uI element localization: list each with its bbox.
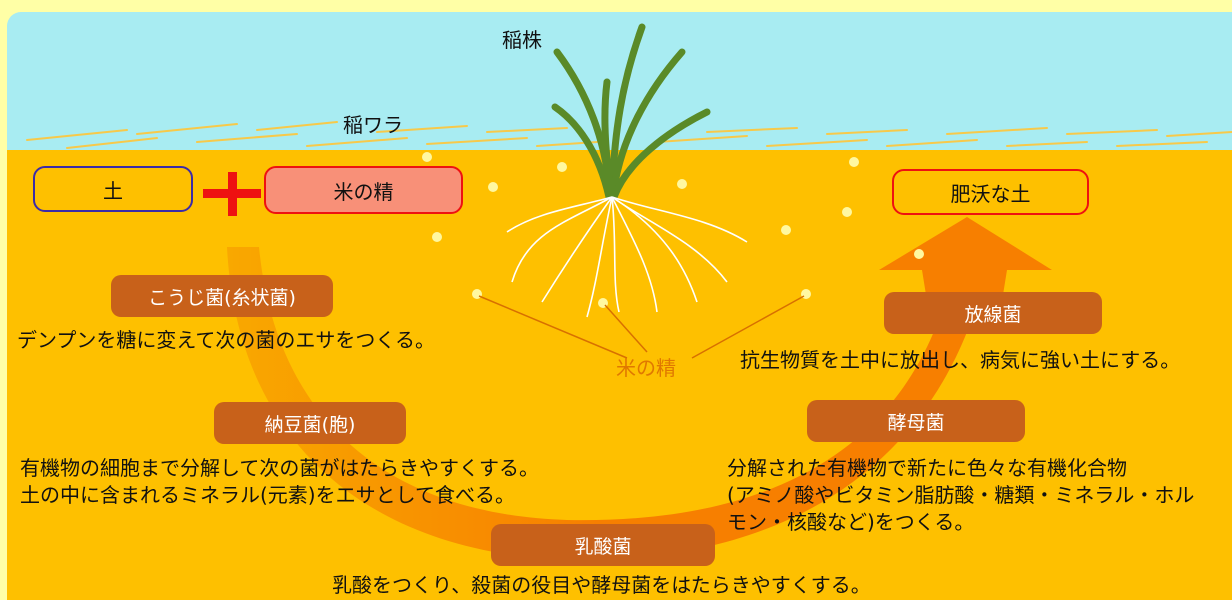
- koji-mold-pill: こうじ菌(糸状菌): [111, 275, 333, 317]
- lactic-acid-bacteria-pill: 乳酸菌: [491, 524, 715, 566]
- diagram-artwork: [7, 12, 1232, 600]
- plus-icon-horizontal: [203, 189, 261, 198]
- soil-box: 土: [33, 166, 193, 212]
- actinomycetes-desc: 抗生物質を土中に放出し、病気に強い土にする。: [740, 348, 1181, 372]
- yeast-desc-line3: モン・核酸など)をつくる。: [727, 510, 975, 534]
- natto-bacillus-desc-line1: 有機物の細胞まで分解して次の菌がはたらきやすくする。: [20, 456, 539, 480]
- rice-plant: [551, 23, 711, 201]
- yeast-desc-line2: (アミノ酸やビタミン脂肪酸・糖類・ミネラル・ホル: [727, 483, 1195, 507]
- actinomycetes-pill: 放線菌: [884, 292, 1102, 334]
- koji-mold-desc: デンプンを糖に変えて次の菌のエサをつくる。: [17, 328, 435, 352]
- natto-bacillus-desc-line2: 土の中に含まれるミネラル(元素)をエサとして食べる。: [20, 483, 516, 507]
- rice-essence-box: 米の精: [264, 166, 463, 214]
- cycle-arrowhead: [879, 217, 1052, 332]
- essence-dots: [422, 152, 924, 308]
- diagram-stage: 稲株 稲ワラ 米の精 土 米の精 肥沃な土 こうじ菌(糸状菌) デンプンを糖に変…: [7, 12, 1232, 600]
- lactic-acid-bacteria-desc: 乳酸をつくり、殺菌の役目や酵母菌をはたらきやすくする。: [332, 573, 871, 597]
- yeast-pill: 酵母菌: [807, 400, 1025, 442]
- yeast-desc-line1: 分解された有機物で新たに色々な有機化合物: [727, 456, 1127, 480]
- rice-straw-label: 稲ワラ: [343, 113, 403, 137]
- rice-plant-label: 稲株: [502, 28, 542, 52]
- rice-straw-lines: [26, 121, 1232, 149]
- essence-pointers: [478, 295, 805, 359]
- natto-bacillus-pill: 納豆菌(胞): [214, 402, 406, 444]
- rice-roots: [506, 196, 748, 318]
- fertile-soil-box: 肥沃な土: [892, 169, 1089, 215]
- rice-essence-center-label: 米の精: [616, 356, 676, 380]
